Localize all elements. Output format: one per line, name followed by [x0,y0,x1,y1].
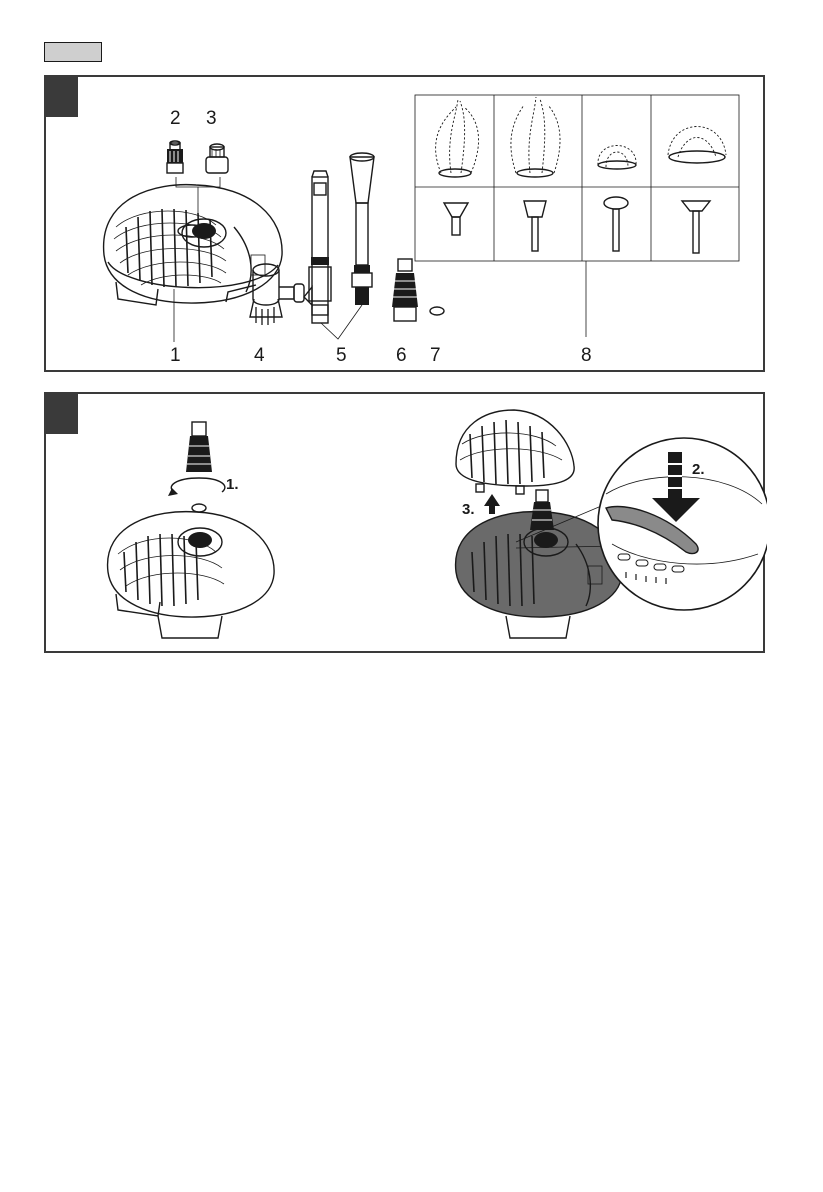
label-6: 6 [396,345,407,366]
label-1: 1 [170,345,181,366]
label-4: 4 [254,345,265,366]
t-piece-icon [250,264,304,325]
label-8: 8 [581,345,592,366]
figure-1-drawing: 1 2 3 4 5 6 7 8 [46,77,767,374]
figure-2-drawing: 1. [46,394,767,655]
o-ring-icon [430,307,444,315]
adapter-icon [167,141,183,173]
telescope-tube-icon [304,171,331,323]
label-5: 5 [336,345,347,366]
release-latch-icon [598,438,767,610]
figure-1-panel: 1 2 3 4 5 6 7 8 [44,75,765,372]
hose-connector-icon [186,422,212,472]
telescope-tube-icon [350,153,374,305]
step-3-label: 3. [462,501,475,518]
fountain-nozzle-icon [415,95,739,261]
hose-connector-icon [530,490,554,530]
label-3: 3 [206,108,217,129]
adapter-icon [206,144,228,173]
pump-icon [456,512,623,638]
language-tab [44,42,102,62]
pump-icon [108,512,275,638]
o-ring-icon [192,504,206,512]
pump-icon [104,185,283,305]
figure-2-panel: 1. [44,392,765,653]
pump-cover-icon [456,410,574,494]
step-2-label: 2. [692,461,705,478]
label-2: 2 [170,108,181,129]
label-7: 7 [430,345,441,366]
hose-connector-icon [392,259,418,321]
step-1-label: 1. [226,476,239,493]
